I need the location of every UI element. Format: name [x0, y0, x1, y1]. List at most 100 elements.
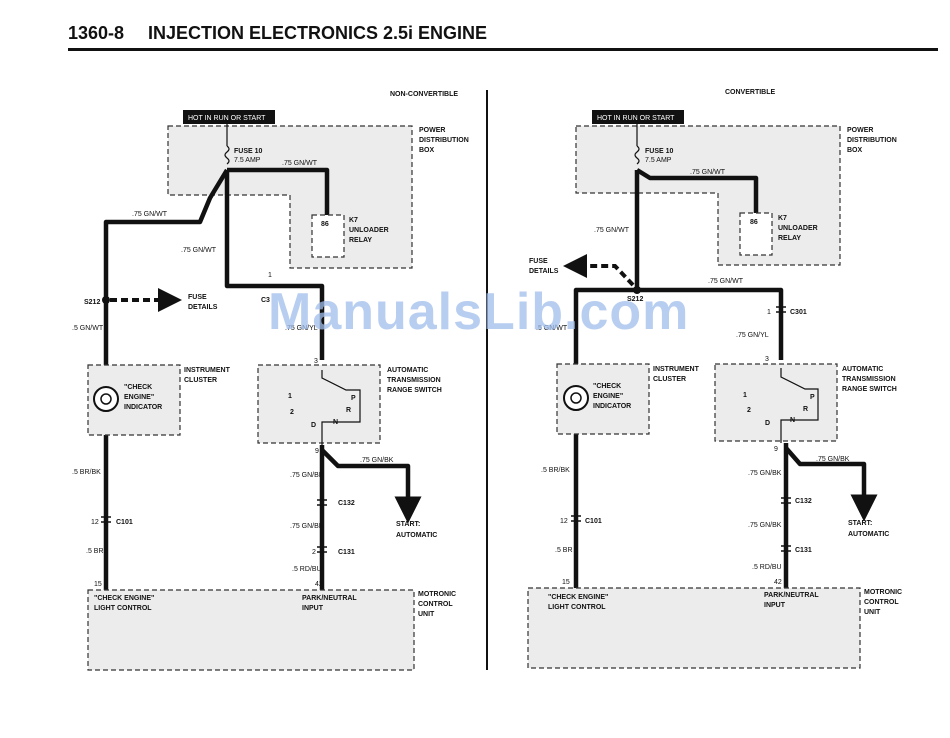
- left-pin15: 15: [94, 581, 102, 588]
- right-c101-pin: 12: [560, 518, 568, 525]
- left-ats-pin-bot: 9: [315, 448, 319, 455]
- left-gear-r: R: [346, 407, 351, 414]
- left-relay-line2: UNLOADER: [349, 227, 389, 234]
- right-park-line2: INPUT: [764, 602, 786, 609]
- left-hot-label: HOT IN RUN OR START: [188, 115, 266, 122]
- right-wire-check-engine: [573, 287, 637, 588]
- left-relay-box: [311, 214, 345, 258]
- right-indicator-line1: "CHECK: [593, 383, 621, 390]
- right-relay-box: [739, 212, 773, 256]
- left-fuse-details-line2: DETAILS: [188, 304, 218, 311]
- right-ats-line3: RANGE SWITCH: [842, 386, 897, 393]
- right-wire-start: [784, 446, 878, 522]
- right-check-engine-lamp-icon: [563, 385, 589, 411]
- right-fuse-icon: [634, 145, 640, 165]
- right-c101-label: C101: [585, 518, 602, 525]
- right-motronic-line1: MOTRONIC: [864, 589, 902, 596]
- left-wire-start: [320, 448, 422, 524]
- page-number: 1360-8: [68, 23, 125, 43]
- left-indicator-line1: "CHECK: [124, 384, 152, 391]
- left-wire-to-relay: [227, 167, 330, 215]
- left-wire-start-label: .75 GN/BK: [360, 457, 394, 464]
- left-ats-line1: AUTOMATIC: [387, 367, 428, 374]
- right-panel: CONVERTIBLE HOT IN RUN OR START POWER DI…: [527, 89, 902, 669]
- right-check-engine-line2: LIGHT CONTROL: [548, 604, 606, 611]
- left-relay-line1: K7: [349, 217, 358, 224]
- left-relay-line3: RELAY: [349, 237, 372, 244]
- left-wire-br-label: .5 BR: [86, 548, 104, 555]
- right-wire-rdbu-label: .5 RD/BU: [752, 564, 782, 571]
- right-relay-line1: K7: [778, 215, 787, 222]
- left-pin42: 42: [315, 581, 323, 588]
- right-ats-pin-top: 3: [765, 356, 769, 363]
- right-hot-label-box: [592, 110, 684, 124]
- right-indicator-line2: ENGINE": [593, 393, 623, 400]
- left-pdb-line2: DISTRIBUTION: [419, 137, 469, 144]
- right-gear-r: R: [803, 406, 808, 413]
- right-pdb-line2: DISTRIBUTION: [847, 137, 897, 144]
- left-check-engine-line1: "CHECK ENGINE": [94, 595, 154, 602]
- right-fuse-amp: 7.5 AMP: [645, 157, 672, 164]
- left-fuse-amp: 7.5 AMP: [234, 157, 261, 164]
- right-wire-mid-label: .75 GN/WT: [708, 278, 744, 285]
- right-power-distribution-box: [575, 125, 841, 266]
- right-ats-line2: TRANSMISSION: [842, 376, 896, 383]
- right-wire-gnbk1-label: .75 GN/BK: [748, 470, 782, 477]
- left-wire-left-label: .75 GN/WT: [132, 211, 168, 218]
- left-cluster-line1: INSTRUMENT: [184, 367, 231, 374]
- right-gear-n: N: [790, 417, 795, 424]
- right-c301-label: C301: [790, 309, 807, 316]
- right-motronic-line3: UNIT: [864, 609, 881, 616]
- right-cluster-line2: CLUSTER: [653, 376, 686, 383]
- left-c3-label: C3: [261, 297, 270, 304]
- left-wire-gnyl-label: .75 GN/YL: [285, 325, 318, 332]
- right-ats-line1: AUTOMATIC: [842, 366, 883, 373]
- left-start-line1: START:: [396, 521, 420, 528]
- right-start-line1: START:: [848, 520, 872, 527]
- left-wire-mid-label: .75 GN/WT: [181, 247, 217, 254]
- right-wire-gnbk2-label: .75 GN/BK: [748, 522, 782, 529]
- left-relay-pin: 86: [321, 221, 329, 228]
- left-c131-pin: 2: [312, 549, 316, 556]
- right-wire-gnyl-label: .75 GN/YL: [736, 332, 769, 339]
- left-ats-box: [257, 364, 381, 444]
- left-park-line1: PARK/NEUTRAL: [302, 595, 357, 602]
- left-c101-pin: 12: [91, 519, 99, 526]
- left-ats-switch-path: [321, 370, 361, 445]
- left-splice-label: S212: [84, 299, 100, 306]
- right-park-line1: PARK/NEUTRAL: [764, 592, 819, 599]
- right-wire-left-label: .75 GN/WT: [594, 227, 630, 234]
- left-ats-line3: RANGE SWITCH: [387, 387, 442, 394]
- left-motronic-line3: UNIT: [418, 611, 435, 618]
- left-wire-to-splice: [103, 168, 229, 300]
- right-ats-pin-bot: 9: [774, 446, 778, 453]
- right-wire-05gnwt-label: .5 GN/WT: [536, 325, 568, 332]
- left-wire-gnbk1-label: .75 GN/BK: [290, 472, 324, 479]
- right-splice-label: S212: [627, 296, 643, 303]
- right-ats-switch-path: [780, 368, 819, 443]
- left-pdb-line3: BOX: [419, 147, 435, 154]
- right-gear-1: 1: [743, 392, 747, 399]
- page-title: INJECTION ELECTRONICS 2.5i ENGINE: [148, 23, 488, 43]
- right-pin15: 15: [562, 579, 570, 586]
- left-wire-rdbu-label: .5 RD/BU: [292, 566, 322, 573]
- left-ats-line2: TRANSMISSION: [387, 377, 441, 384]
- right-wire-br-label: .5 BR: [555, 547, 573, 554]
- left-gear-d: D: [311, 422, 316, 429]
- left-gear-n: N: [333, 419, 338, 426]
- right-fuse-details-line2: DETAILS: [529, 268, 559, 275]
- left-cluster-line2: CLUSTER: [184, 377, 217, 384]
- left-park-line2: INPUT: [302, 605, 324, 612]
- right-c131-label: C131: [795, 547, 812, 554]
- right-indicator-line3: INDICATOR: [593, 403, 631, 410]
- right-relay-line2: UNLOADER: [778, 225, 818, 232]
- left-gear-1: 1: [288, 393, 292, 400]
- left-c101-label: C101: [116, 519, 133, 526]
- right-gear-d: D: [765, 420, 770, 427]
- left-wire-brbk-label: .5 BR/BK: [72, 469, 101, 476]
- right-wire-start-label: .75 GN/BK: [816, 456, 850, 463]
- right-relay-pin: 86: [750, 219, 758, 226]
- right-ats-box: [714, 363, 838, 442]
- left-check-engine-line2: LIGHT CONTROL: [94, 605, 152, 612]
